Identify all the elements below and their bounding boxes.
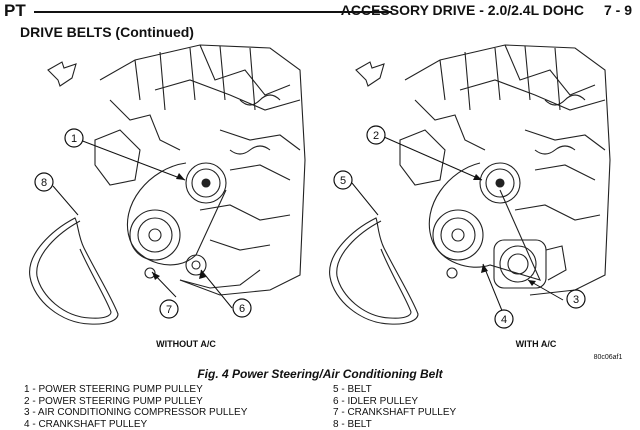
legend-item: 2 - POWER STEERING PUMP PULLEY xyxy=(24,396,247,408)
callout-3-label: 3 xyxy=(573,294,579,306)
legend-item: 5 - BELT xyxy=(333,384,456,396)
direction-arrow-left xyxy=(48,62,76,86)
callout-5-label: 5 xyxy=(340,175,346,187)
callout-1-label: 1 xyxy=(71,133,77,145)
belt-routing-figure: 1 8 7 6 2 5 4 3 WITHOUT A/C WITH A/C 80c… xyxy=(0,40,640,365)
page-header: PT ACCESSORY DRIVE - 2.0/2.4L DOHC 7 - 9 xyxy=(0,0,640,22)
legend-item: 1 - POWER STEERING PUMP PULLEY xyxy=(24,384,247,396)
engine-illustration-left xyxy=(48,45,305,295)
figure-code: 80c06af1 xyxy=(594,354,623,361)
legend-item: 3 - AIR CONDITIONING COMPRESSOR PULLEY xyxy=(24,407,247,419)
legend-item: 8 - BELT xyxy=(333,419,456,430)
legend-item: 4 - CRANKSHAFT PULLEY xyxy=(24,419,247,430)
engine-illustration-right xyxy=(356,45,610,295)
ac-compressor-pulley xyxy=(500,246,536,282)
legend-item: 6 - IDLER PULLEY xyxy=(333,396,456,408)
legend-right: 5 - BELT 6 - IDLER PULLEY 7 - CRANKSHAFT… xyxy=(333,384,456,430)
header-section-title: ACCESSORY DRIVE - 2.0/2.4L DOHC xyxy=(341,2,584,18)
legend-left: 1 - POWER STEERING PUMP PULLEY 2 - POWER… xyxy=(24,384,247,430)
legend-item: 7 - CRANKSHAFT PULLEY xyxy=(333,407,456,419)
callout-4-label: 4 xyxy=(501,314,507,326)
label-with-ac: WITH A/C xyxy=(516,339,557,349)
ac-compressor xyxy=(494,240,546,288)
figure-caption: Fig. 4 Power Steering/Air Conditioning B… xyxy=(0,367,640,381)
section-subtitle: DRIVE BELTS (Continued) xyxy=(20,24,194,40)
callout-2-label: 2 xyxy=(373,130,379,142)
callout-6-label: 6 xyxy=(239,303,245,315)
belt-8-left xyxy=(30,218,118,324)
callout-7-label: 7 xyxy=(166,304,172,316)
direction-arrow-right xyxy=(356,62,384,86)
header-vehicle-code: PT xyxy=(4,1,26,21)
header-rule xyxy=(34,11,392,13)
belt-5-right xyxy=(330,218,418,324)
header-page-number: 7 - 9 xyxy=(604,2,632,18)
label-without-ac: WITHOUT A/C xyxy=(156,339,216,349)
callout-8-label: 8 xyxy=(41,177,47,189)
